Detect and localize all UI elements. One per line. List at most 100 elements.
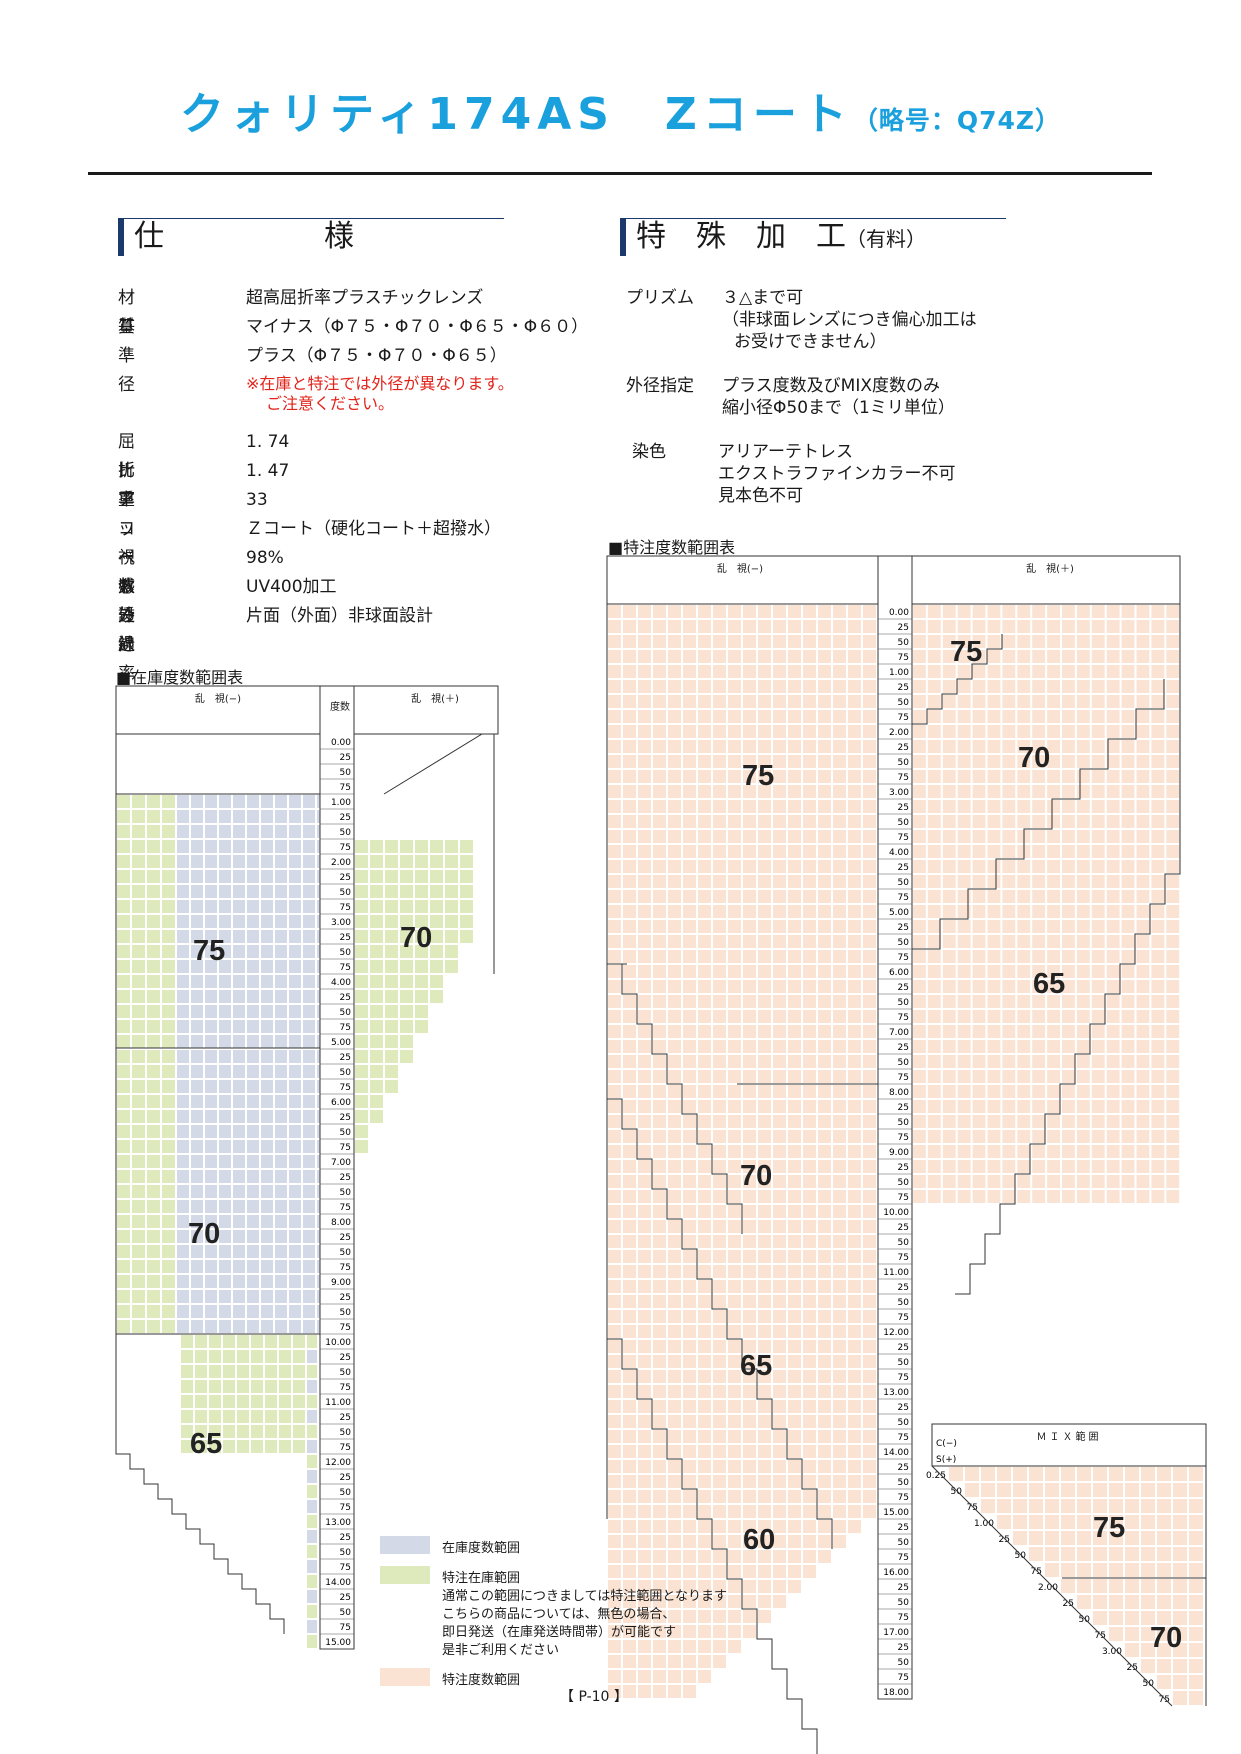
grid-cell	[191, 915, 203, 928]
grid-cell	[132, 1245, 145, 1258]
grid-cell	[1017, 1190, 1031, 1203]
grid-cell	[728, 1055, 741, 1068]
grid-cell	[117, 1005, 130, 1018]
grid-cell	[743, 965, 756, 978]
grid-cell	[957, 1055, 971, 1068]
grid-cell	[1136, 875, 1150, 888]
grid-cell	[1121, 725, 1135, 738]
grid-cell	[1189, 1483, 1203, 1497]
grid-cell	[191, 1035, 203, 1048]
grid-cell	[668, 1670, 681, 1683]
grid-cell	[1136, 1145, 1150, 1158]
grid-cell	[1047, 710, 1060, 723]
grid-cell	[773, 695, 786, 708]
grid-cell	[638, 1625, 651, 1638]
grid-cell	[1106, 605, 1120, 618]
grid-cell	[162, 1230, 175, 1243]
grid-cell	[1121, 1160, 1135, 1173]
grid-cell	[743, 905, 756, 918]
grid-cell	[653, 1595, 666, 1608]
grid-cell	[1062, 605, 1075, 618]
grid-cell	[385, 960, 398, 973]
grid-cell	[957, 920, 971, 933]
grid-cell	[713, 1145, 726, 1158]
grid-cell	[1032, 650, 1046, 663]
grid-cell	[370, 1020, 383, 1033]
grid-cell	[713, 755, 726, 768]
grid-cell	[698, 1145, 711, 1158]
special-range-table: 0.002550751.002550752.002550753.00255075…	[606, 555, 1181, 1754]
grid-cell	[698, 1160, 711, 1173]
grid-cell	[638, 890, 651, 903]
grid-cell	[863, 1505, 876, 1518]
grid-cell	[1076, 635, 1090, 648]
grid-cell	[668, 800, 681, 813]
grid-cell	[303, 945, 315, 958]
grid-cell	[683, 710, 696, 723]
grid-cell	[1076, 710, 1090, 723]
grid-cell	[728, 1190, 741, 1203]
grid-cell	[1151, 1025, 1165, 1038]
grid-cell	[1032, 920, 1046, 933]
grid-cell	[608, 830, 621, 843]
grid-cell	[848, 695, 861, 708]
grid-cell	[219, 960, 231, 973]
grid-cell	[788, 1235, 801, 1248]
special-stair	[607, 963, 743, 1234]
spec-label: 設計	[118, 606, 135, 655]
grid-cell	[608, 1385, 621, 1398]
grid-cell	[191, 1305, 203, 1318]
grid-cell	[1106, 875, 1120, 888]
grid-cell	[608, 770, 621, 783]
grid-cell	[848, 1040, 861, 1053]
grid-cell	[698, 740, 711, 753]
grid-cell	[1076, 1085, 1090, 1098]
grid-cell	[972, 1070, 986, 1083]
grid-cell	[162, 1215, 175, 1228]
grid-cell	[1173, 1563, 1187, 1577]
sph-value: 50	[898, 1418, 910, 1428]
grid-cell	[1166, 830, 1180, 843]
grid-cell	[623, 1565, 636, 1578]
grid-cell	[848, 980, 861, 993]
grid-cell	[445, 915, 458, 928]
grid-cell	[1106, 890, 1120, 903]
grid-cell	[758, 1085, 771, 1098]
grid-cell	[1047, 1010, 1060, 1023]
grid-cell	[863, 890, 876, 903]
grid-cell	[683, 650, 696, 663]
grid-cell	[247, 1245, 259, 1258]
grid-cell	[1032, 1010, 1046, 1023]
grid-cell	[773, 1190, 786, 1203]
grid-cell	[683, 1460, 696, 1473]
grid-cell	[237, 1440, 249, 1453]
grid-cell	[1166, 815, 1180, 828]
grid-cell	[863, 1370, 876, 1383]
grid-cell	[698, 635, 711, 648]
grid-cell	[972, 935, 986, 948]
legend-note-2: こちらの商品については、無色の場合、	[442, 1607, 676, 1622]
grid-cell	[743, 860, 756, 873]
grid-cell	[927, 1190, 941, 1203]
grid-cell	[147, 825, 160, 838]
grid-cell	[863, 1220, 876, 1233]
grid-cell	[713, 1280, 726, 1293]
grid-cell	[683, 665, 696, 678]
grid-cell	[1062, 710, 1075, 723]
grid-cell	[743, 1535, 756, 1548]
grid-cell	[683, 1685, 696, 1698]
grid-cell	[743, 1595, 756, 1608]
sph-value: 8.00	[331, 1218, 351, 1228]
grid-cell	[863, 680, 876, 693]
grid-cell	[1109, 1515, 1123, 1529]
grid-cell	[1032, 1160, 1046, 1173]
grid-cell	[1136, 1010, 1150, 1023]
grid-cell	[683, 1520, 696, 1533]
grid-cell	[623, 785, 636, 798]
grid-cell	[293, 1350, 305, 1363]
grid-cell	[638, 1505, 651, 1518]
grid-cell	[275, 915, 287, 928]
grid-cell	[247, 1050, 259, 1063]
grid-cell	[177, 1245, 189, 1258]
spec-heading-line	[124, 218, 504, 219]
